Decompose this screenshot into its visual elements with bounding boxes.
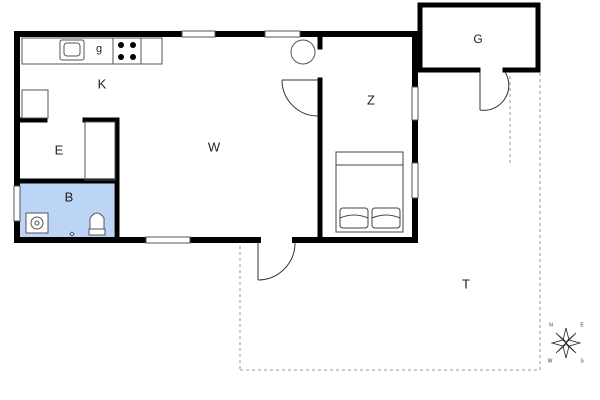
compass-star-icon (550, 327, 582, 359)
double-bed (335, 151, 404, 233)
label-bathroom: B (65, 189, 74, 204)
exterior-walls (14, 31, 418, 243)
terrace-outline (239, 70, 541, 371)
label-bedroom: Z (367, 92, 375, 107)
fridge (21, 89, 49, 119)
bathroom-fixtures (25, 212, 106, 236)
label-terrace: T (462, 276, 470, 291)
compass-n: N (549, 322, 553, 328)
compass-w: W (548, 358, 553, 364)
kitchen-counter (21, 37, 163, 65)
wood-stove (290, 39, 316, 65)
windows (13, 30, 419, 244)
label-entry: E (55, 142, 64, 157)
garage-walls (417, 2, 541, 73)
stove-burners (118, 42, 136, 60)
door-swings (257, 71, 510, 281)
compass-rose: N E S W (548, 322, 585, 364)
label-stove: g (96, 43, 102, 55)
label-living: W (208, 139, 221, 154)
entry-closet (84, 121, 116, 181)
label-kitchen: K (98, 76, 107, 91)
label-garage: G (473, 32, 482, 46)
floor-drain-icon (69, 231, 75, 237)
interior-walls (14, 31, 323, 243)
compass-s: S (580, 358, 584, 364)
compass-e: E (580, 322, 584, 328)
